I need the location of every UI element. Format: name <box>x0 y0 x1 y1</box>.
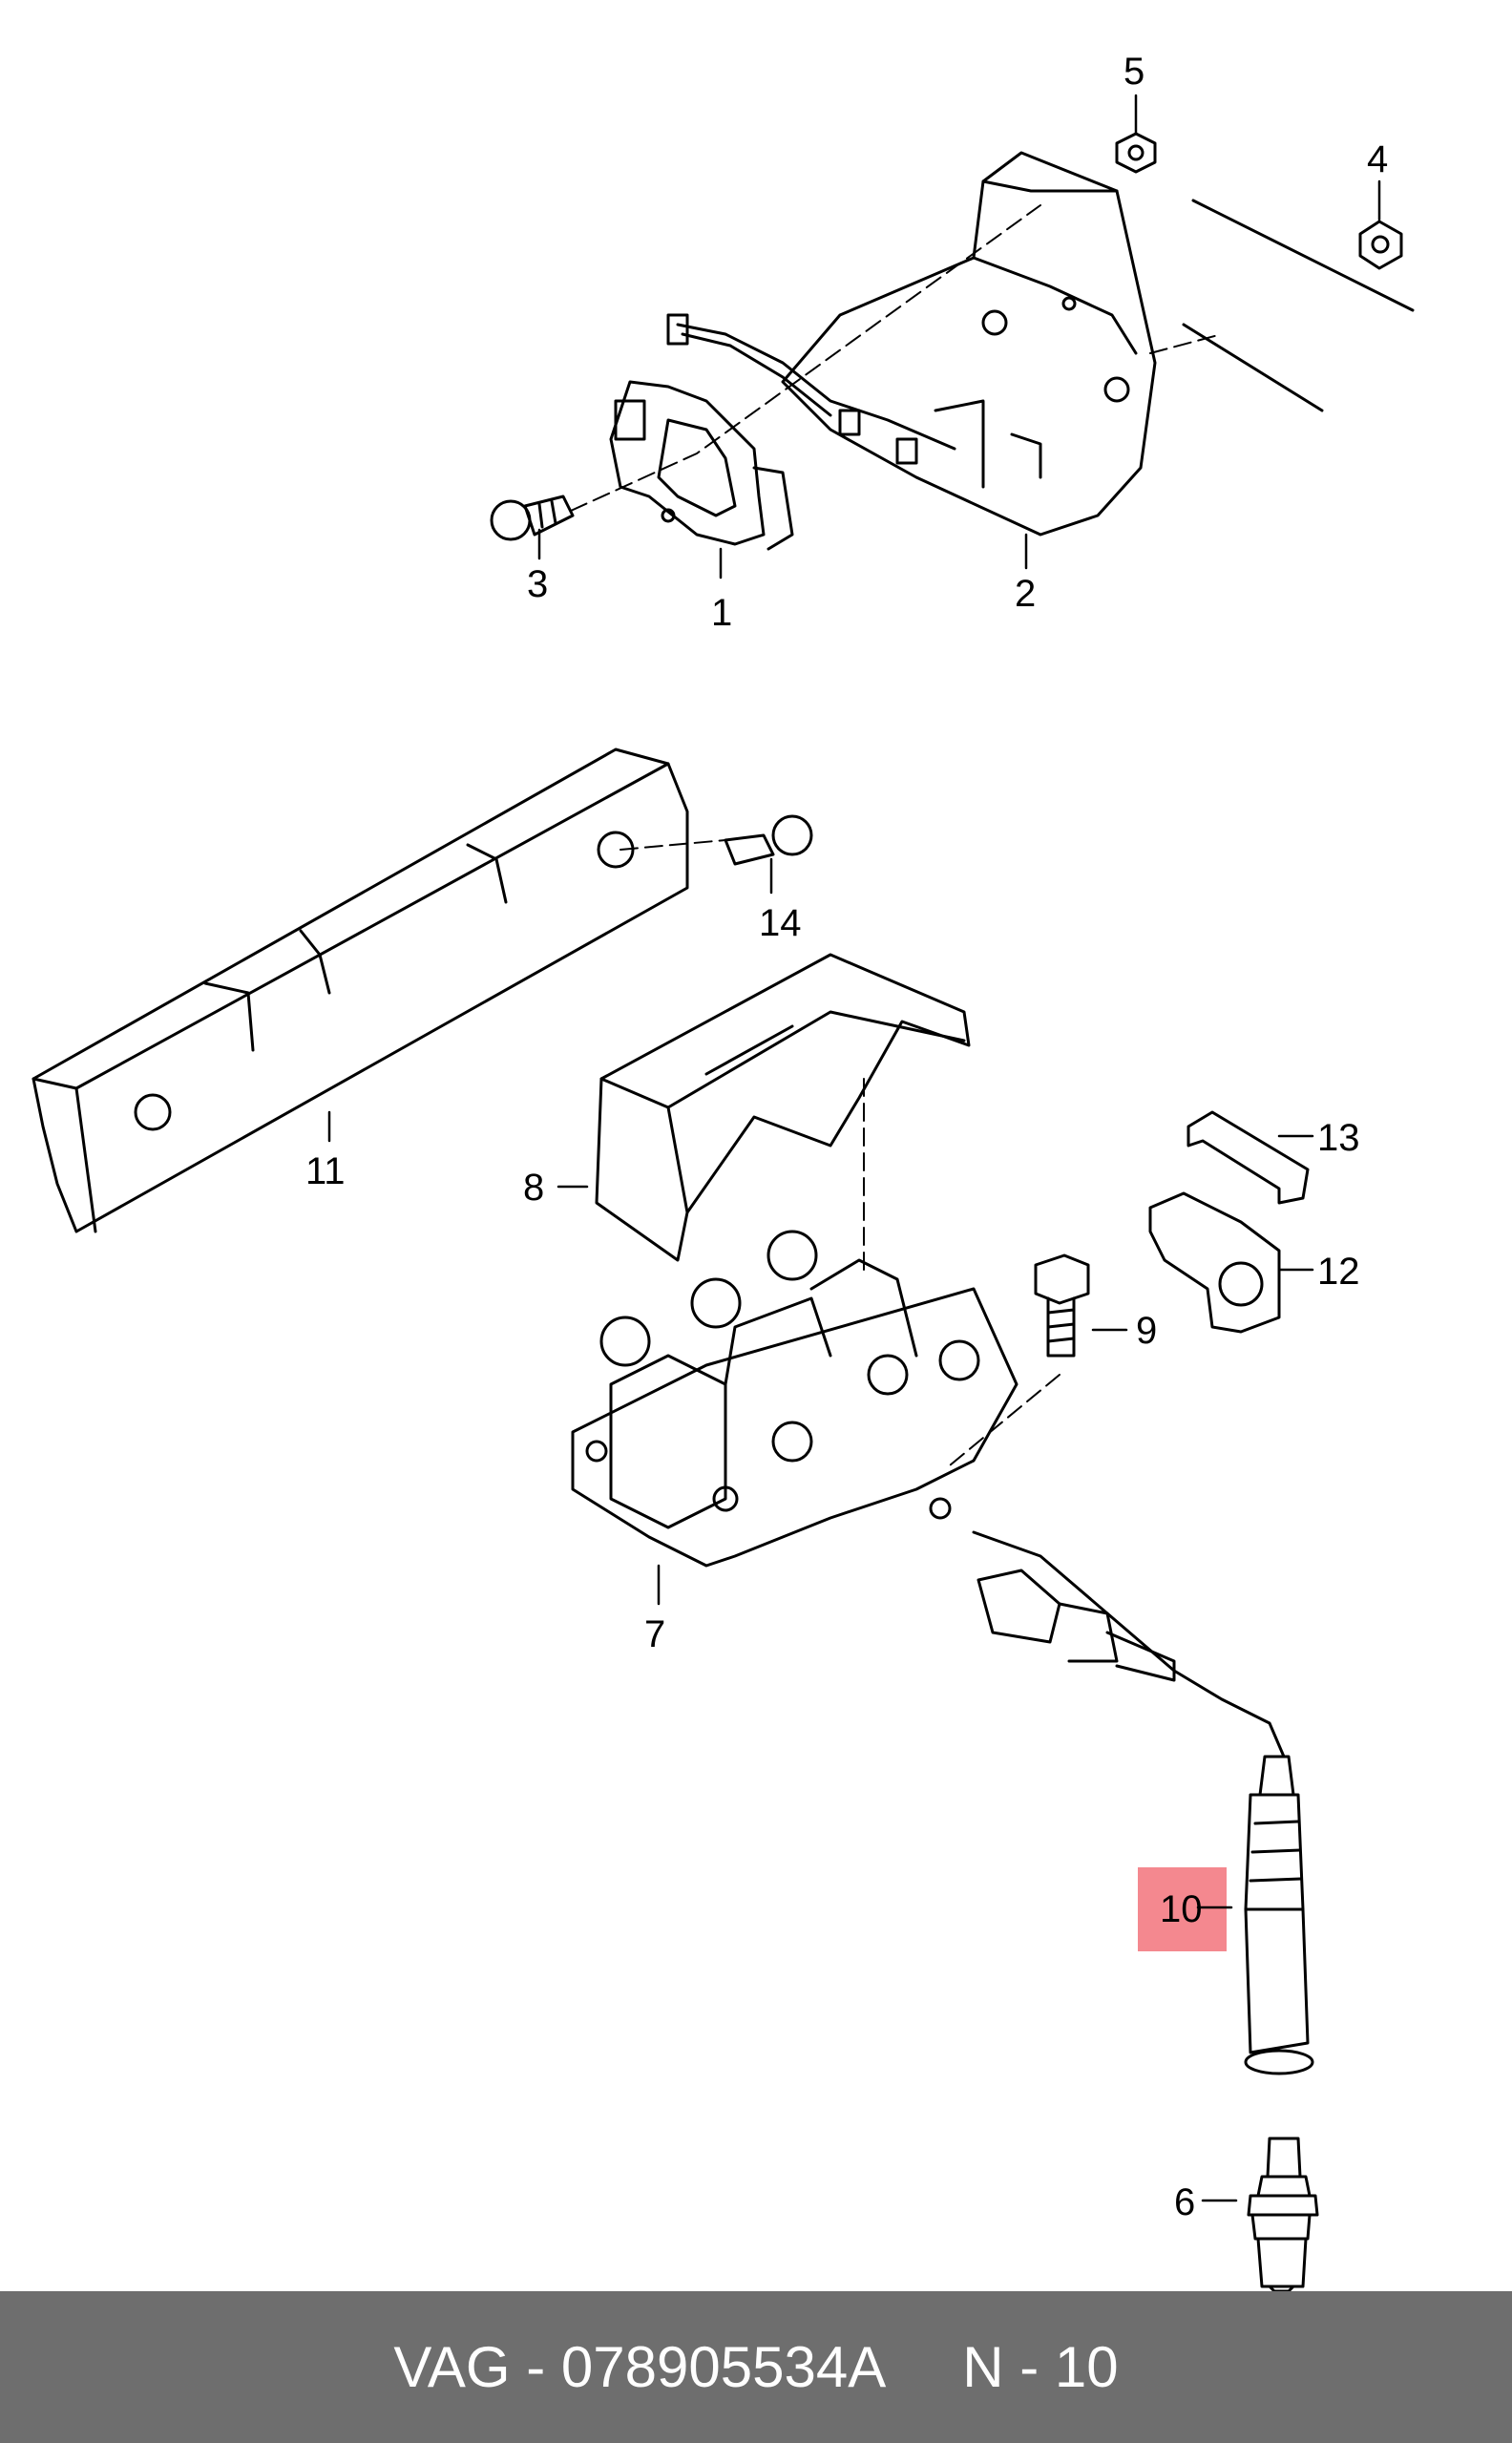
callout-12: 12 <box>1317 1251 1360 1293</box>
coil-pack-part-7 <box>571 1230 1018 1568</box>
nut-part-4 <box>1358 220 1403 270</box>
module-part-1 <box>609 380 794 551</box>
callout-9: 9 <box>1136 1310 1157 1352</box>
callout-11: 11 <box>305 1150 346 1192</box>
holder-part-12 <box>1148 1191 1281 1334</box>
frame-edge-line <box>1182 323 1324 412</box>
callout-13: 13 <box>1317 1117 1360 1159</box>
spark-plug-part-6 <box>1247 2137 1319 2291</box>
callout-2: 2 <box>1015 573 1036 615</box>
parts-diagram: 5 4 3 1 2 14 11 8 13 12 9 7 10 6 <box>32 51 1415 2291</box>
bolt-part-9 <box>1034 1253 1090 1358</box>
clip-part-13 <box>1186 1110 1310 1205</box>
callout-7: 7 <box>644 1613 665 1655</box>
footer-position: N - 10 <box>962 2335 1119 2399</box>
screw-part-3 <box>490 495 575 541</box>
nut-part-5 <box>1115 132 1157 174</box>
callout-10: 10 <box>1160 1888 1203 1930</box>
frame-edge-line <box>1191 199 1415 312</box>
footer-bar: VAG - 078905534A N - 10 <box>0 2291 1512 2443</box>
highlight-box-part-10 <box>1138 1867 1227 1951</box>
ignition-cable-part-10 <box>972 1530 1314 2075</box>
callout-5: 5 <box>1124 51 1144 93</box>
callout-14: 14 <box>759 902 802 944</box>
cover-part-8 <box>595 953 971 1262</box>
callout-6: 6 <box>1174 2181 1195 2223</box>
footer-part-number: VAG - 078905534A <box>393 2335 887 2399</box>
callout-8: 8 <box>523 1167 544 1209</box>
assembly-lines <box>570 204 1223 1466</box>
cover-part-11 <box>32 748 689 1233</box>
callout-4: 4 <box>1367 138 1388 180</box>
leader-lines <box>327 94 1381 2202</box>
callout-1: 1 <box>711 592 732 634</box>
bolt-part-14 <box>724 814 813 866</box>
bracket-part-2 <box>781 151 1157 537</box>
wiring-harness <box>666 313 956 465</box>
callout-labels: 5 4 3 1 2 14 11 8 13 12 9 7 10 6 <box>305 51 1388 2223</box>
callout-3: 3 <box>527 563 548 605</box>
